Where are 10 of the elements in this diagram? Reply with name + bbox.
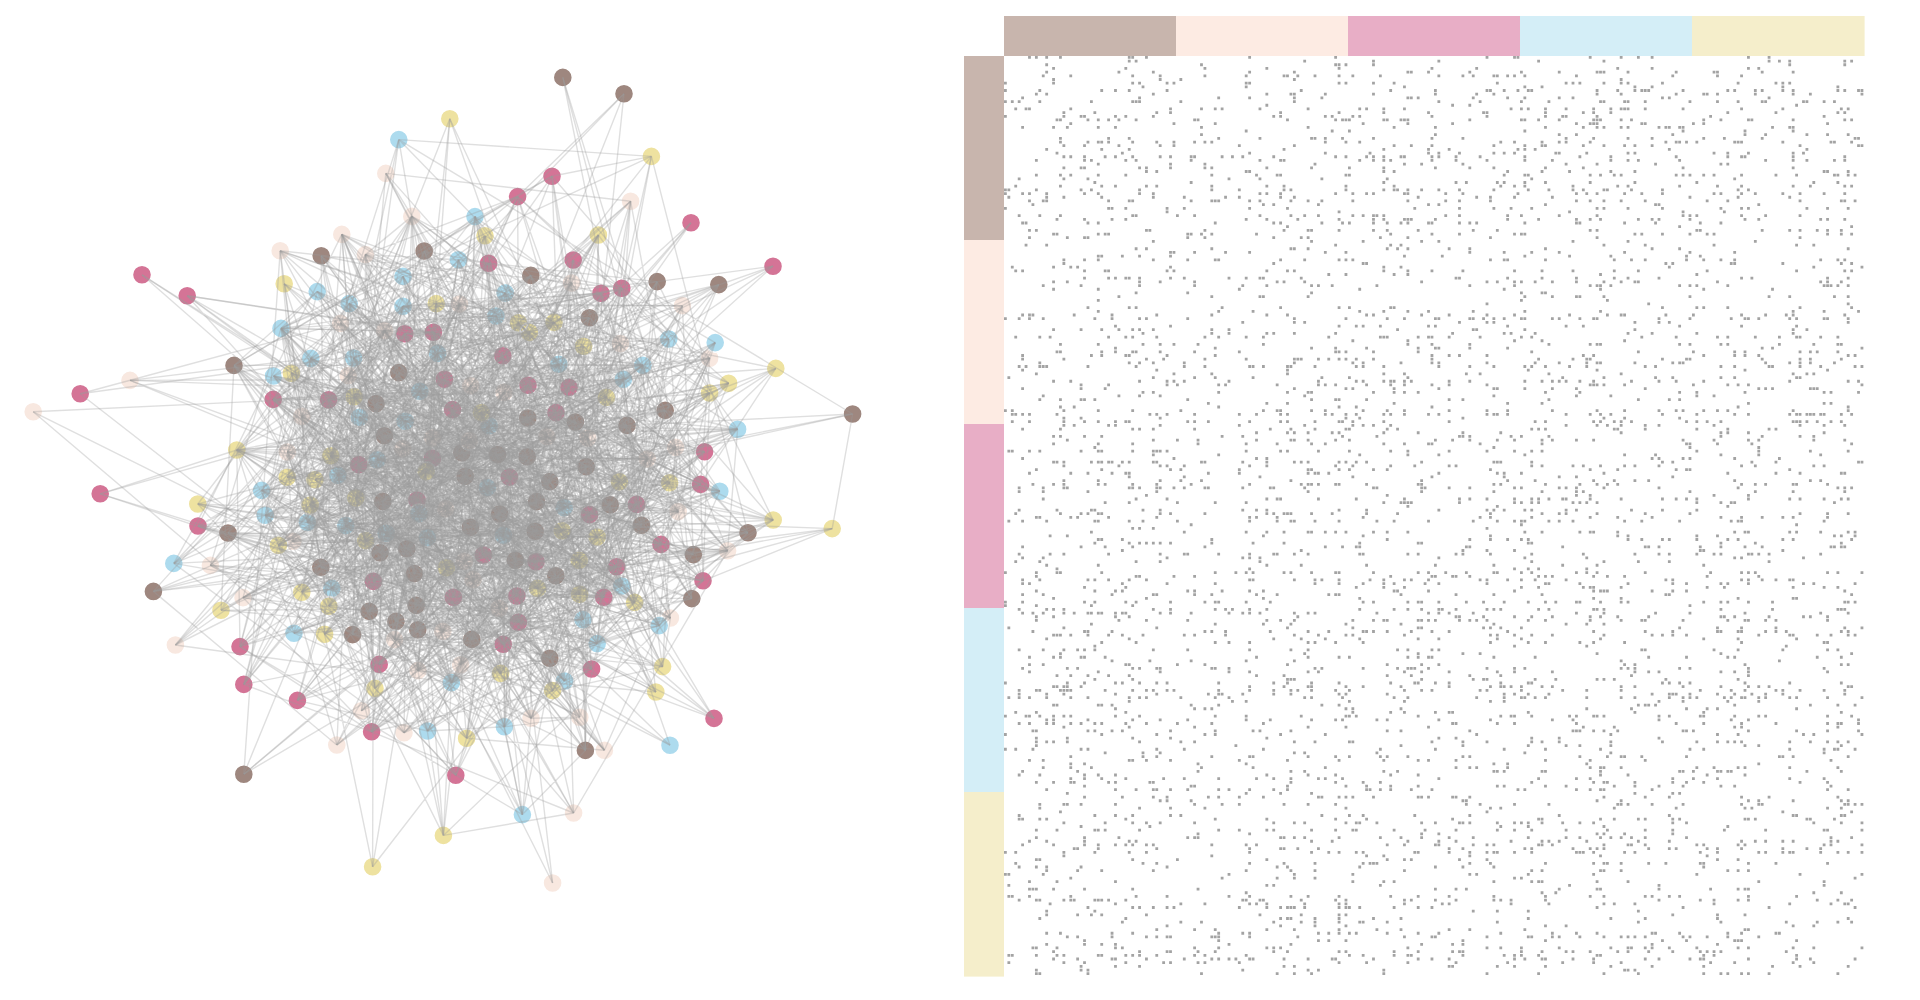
group-color-band [1176,16,1349,56]
group-color-band [1348,16,1521,56]
group-color-band [1004,16,1177,56]
group-color-band [964,424,1004,609]
group-color-band [964,56,1004,241]
group-color-band [964,792,1004,977]
group-color-band [1520,16,1693,56]
group-color-band [1692,16,1865,56]
group-color-band [964,608,1004,793]
group-color-band [964,240,1004,425]
